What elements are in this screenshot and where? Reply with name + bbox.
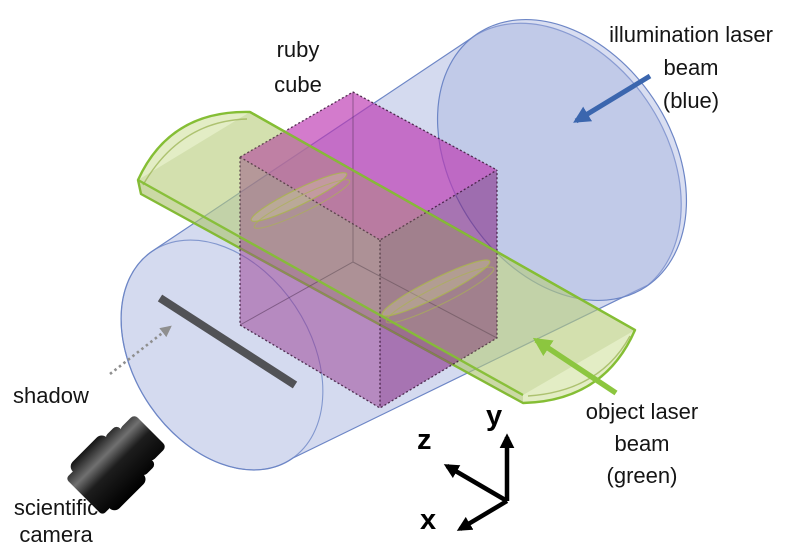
beam-cross-sections xyxy=(250,172,495,324)
ruby-cube xyxy=(239,91,498,409)
annotation-arrows xyxy=(109,73,652,396)
object-beam-left-cap-contour xyxy=(142,118,248,186)
label-ruby-cube: ruby cube xyxy=(274,32,322,102)
label-illumination-line3: (blue) xyxy=(662,88,720,113)
cube-visible-edges xyxy=(239,91,498,409)
label-ruby-cube-line1: ruby xyxy=(276,37,320,62)
x-axis-arrow xyxy=(456,499,509,531)
beam-entry-cross-section-lower xyxy=(253,179,351,229)
illumination-arrow xyxy=(573,73,652,124)
shadow-bar xyxy=(157,294,298,389)
cube-hidden-edges xyxy=(239,92,498,339)
label-illumination-line2: beam xyxy=(663,55,719,80)
cube-right-face xyxy=(380,170,497,408)
label-object-line3: (green) xyxy=(606,463,678,488)
beam-top-front-edge xyxy=(137,178,524,397)
object-beam-overlay-band xyxy=(138,112,635,395)
object-beam-bright-edges xyxy=(137,110,636,404)
shadow-arrow xyxy=(109,325,172,376)
beam-top-back-edge xyxy=(249,110,636,332)
label-object-beam: object laser beam (green) xyxy=(586,396,699,492)
y-axis-label: y xyxy=(486,400,503,432)
label-ruby-cube-line2: cube xyxy=(274,72,322,97)
camera-icon xyxy=(67,416,165,514)
label-object-line2: beam xyxy=(614,431,670,456)
coordinate-axes xyxy=(443,433,515,531)
label-camera-line2: camera xyxy=(19,522,93,547)
label-object-line1: object laser xyxy=(585,399,699,424)
label-illumination-beam: illumination laser beam (blue) xyxy=(609,18,773,117)
x-axis-label: x xyxy=(420,504,437,536)
beam-exit-cross-section-lower xyxy=(385,266,495,324)
z-axis-arrow xyxy=(443,464,509,503)
cube-top-face xyxy=(240,92,497,240)
label-shadow: shadow xyxy=(13,383,89,408)
beam-bottom-front-edge xyxy=(140,193,524,404)
object-beam-arrow xyxy=(532,337,618,396)
label-camera-line1: scientific xyxy=(13,495,99,520)
label-illumination-line1: illumination laser xyxy=(609,22,773,47)
z-axis-label: z xyxy=(417,424,432,456)
label-scientific-camera: scientific camera xyxy=(14,494,98,548)
